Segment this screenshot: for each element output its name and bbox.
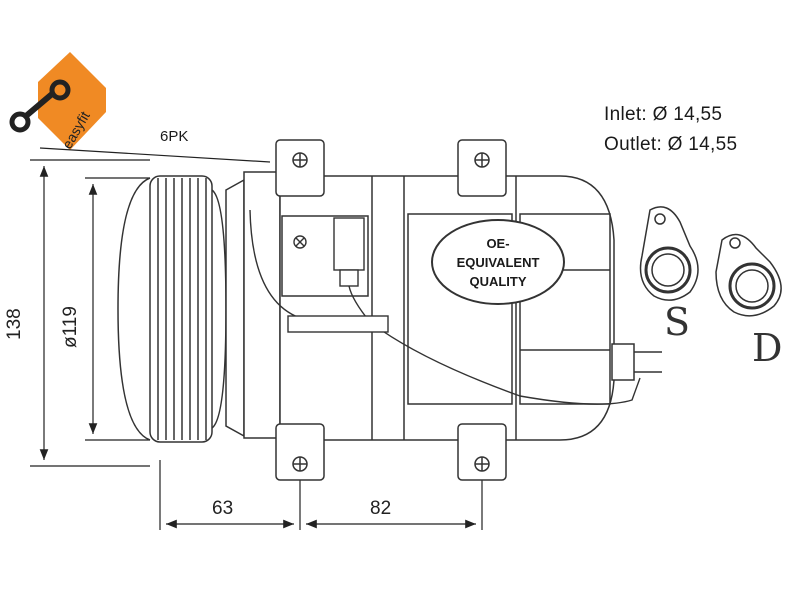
- mount-top-right: [457, 139, 507, 197]
- pulley: [117, 175, 227, 443]
- pulley-diameter-dimension: ø119: [60, 306, 81, 348]
- mount-top-left: [275, 139, 325, 197]
- discharge-gasket: [715, 233, 782, 317]
- wrench-icon: [9, 79, 71, 133]
- dimension-lines: [30, 147, 483, 530]
- suction-gasket: [639, 206, 699, 301]
- mount-bottom-right: [457, 423, 507, 481]
- screw-icon: [293, 235, 307, 249]
- outlet-spec: Outlet: Ø 14,55: [604, 134, 738, 155]
- offset-left-dimension: 63: [212, 498, 234, 519]
- logo-badge: [38, 52, 106, 150]
- inlet-spec: Inlet: Ø 14,55: [604, 104, 723, 125]
- quality-badge: OE- EQUIVALENT QUALITY: [446, 234, 550, 291]
- suction-port-letter: S: [664, 300, 691, 344]
- port-gaskets: [639, 206, 782, 317]
- offset-mount-dimension: 82: [370, 498, 392, 519]
- discharge-port-letter: D: [752, 326, 783, 370]
- belt-type-label: 6PK: [160, 128, 189, 145]
- sensor-connector: [333, 217, 365, 271]
- easyfit-logo: easyfit: [9, 52, 106, 152]
- quality-badge-line1: OE-: [486, 236, 510, 251]
- compressor-body: [117, 171, 662, 443]
- mount-bottom-left: [275, 423, 325, 481]
- cable-sleeve: [287, 315, 389, 333]
- quality-badge-line2: EQUIVALENT: [456, 255, 540, 270]
- mounting-ears: [275, 139, 507, 481]
- quality-badge-line3: QUALITY: [469, 274, 527, 289]
- wiring: [249, 209, 641, 405]
- quality-badge-outline: [431, 219, 565, 305]
- height-dimension: 138: [4, 308, 25, 340]
